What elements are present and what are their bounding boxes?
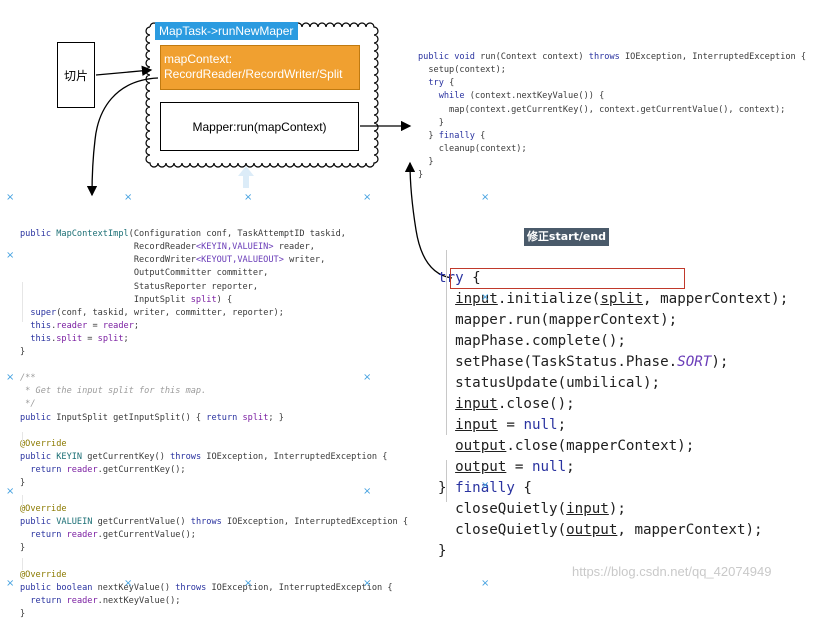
ctx-code-line: this.reader = reader; xyxy=(30,320,140,331)
ctx-code-line: InputSplit split) { xyxy=(20,294,233,305)
run-code-line: while (context.nextKeyValue()) { xyxy=(438,91,605,102)
ctx-code-line: return reader.getCurrentKey(); xyxy=(30,464,186,475)
ctx-code-line: public boolean nextKeyValue() throws IOE… xyxy=(20,582,393,593)
ctx-code-line: @Override xyxy=(20,504,67,515)
run-code-line: cleanup(context); xyxy=(418,143,527,154)
ctx-code-line: @Override xyxy=(20,569,67,580)
ctx-code-line: return reader.nextKeyValue(); xyxy=(30,595,181,606)
maptask-label: MapTask->runNewMaper xyxy=(155,22,298,40)
try-code-line: closeQuietly(input); xyxy=(438,501,626,517)
run-code-line: } xyxy=(418,170,424,181)
split-box: 切片 xyxy=(57,42,95,108)
mapper-run-highlight xyxy=(450,268,685,289)
try-code-line: input = null; xyxy=(455,417,567,433)
map-context-impl-code: public MapContextImpl(Configuration conf… xyxy=(20,202,408,634)
run-code-line: } finally { xyxy=(418,130,486,141)
ctx-code-line: } xyxy=(20,608,26,619)
map-context-line-2: RecordReader/RecordWriter/Split xyxy=(164,67,343,81)
try-code-line: mapPhase.complete(); xyxy=(438,333,626,349)
map-context-box: mapContext: RecordReader/RecordWriter/Sp… xyxy=(160,45,360,90)
ctx-code-line: super(conf, taskid, writer, committer, r… xyxy=(30,307,284,318)
ctx-code-line: OutputCommitter committer, xyxy=(20,268,269,279)
run-code-line: public void run(Context context) throws … xyxy=(418,52,807,63)
try-code-line: input.initialize(split, mapperContext); xyxy=(455,291,789,307)
up-arrow-icon xyxy=(238,166,254,188)
ctx-code-line: StatusReporter reporter, xyxy=(20,281,258,292)
try-arrow xyxy=(404,161,453,279)
try-code-line: mapper.run(mapperContext); xyxy=(438,312,678,328)
ctx-code-line: RecordReader<KEYIN,VALUEIN> reader, xyxy=(20,242,315,253)
run-code-line: } xyxy=(418,156,434,167)
try-code-line: statusUpdate(umbilical); xyxy=(438,375,661,391)
try-code-line: output = null; xyxy=(455,459,575,475)
mapper-run-box: Mapper:run(mapContext) xyxy=(160,102,359,151)
try-block-code: try { input.initialize(split, mapperCont… xyxy=(438,226,788,583)
ctx-code-line: } xyxy=(20,543,26,554)
context-arrow xyxy=(86,77,159,197)
try-code-line: input.close(); xyxy=(455,396,575,412)
ctx-code-line: public InputSplit getInputSplit() { retu… xyxy=(20,412,284,423)
ctx-code-line xyxy=(20,425,408,438)
ctx-code-line xyxy=(20,556,408,569)
try-code-line: } xyxy=(438,543,447,559)
ctx-code-line: return reader.getCurrentValue(); xyxy=(30,530,196,541)
ctx-code-line: RecordWriter<KEYOUT,VALUEOUT> writer, xyxy=(20,255,326,266)
ctx-code-line xyxy=(20,490,408,503)
ctx-code-line: this.split = split; xyxy=(30,333,129,344)
ctx-code-line: * Get the input split for this map. xyxy=(20,386,207,397)
run-code-line: setup(context); xyxy=(418,65,506,76)
ctx-code-line: @Override xyxy=(20,438,67,449)
run-code-line: try { xyxy=(428,78,455,89)
ctx-code-line: public VALUEIN getCurrentValue() throws … xyxy=(20,517,409,528)
run-method-code: public void run(Context context) throws … xyxy=(418,25,806,195)
try-code-line: setPhase(TaskStatus.Phase.SORT); xyxy=(438,354,729,370)
ctx-code-line: } xyxy=(20,347,26,358)
try-code-line: closeQuietly(output, mapperContext); xyxy=(438,522,763,538)
ctx-code-line: } xyxy=(20,477,26,488)
ctx-code-line xyxy=(20,359,408,372)
split-arrow xyxy=(95,65,153,77)
try-code-line: } finally { xyxy=(438,480,532,496)
ctx-code-line: public KEYIN getCurrentKey() throws IOEx… xyxy=(20,451,388,462)
run-code-line: map(context.getCurrentKey(), context.get… xyxy=(418,104,786,115)
ctx-code-line: */ xyxy=(20,399,36,410)
run-code-line: } xyxy=(418,117,444,128)
map-context-line-1: mapContext: xyxy=(164,52,233,66)
watermark: https://blog.csdn.net/qq_42074949 xyxy=(572,564,772,579)
ctx-code-line: public MapContextImpl(Configuration conf… xyxy=(20,229,346,240)
fix-badge: 修正start/end xyxy=(524,228,609,246)
try-code-line: output.close(mapperContext); xyxy=(455,438,695,454)
ctx-code-line: /** xyxy=(20,373,36,384)
